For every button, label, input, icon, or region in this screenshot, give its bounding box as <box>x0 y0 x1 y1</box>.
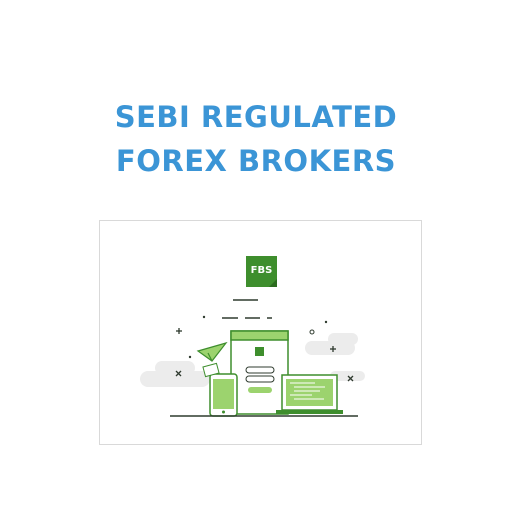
fbs-logo-icon: FBS <box>246 256 277 287</box>
devices-illustration <box>140 299 365 417</box>
login-form <box>245 366 275 393</box>
illustration-card: FBS <box>99 220 422 445</box>
cloud-icon <box>140 361 210 387</box>
logo-text: FBS <box>250 265 273 276</box>
cross-icon <box>347 375 354 382</box>
dash-lines <box>222 299 272 319</box>
heading-line-2: FOREX BROKERS <box>115 144 397 178</box>
cloud-icon <box>330 371 365 381</box>
plus-icon <box>330 346 336 352</box>
envelope-icon <box>202 362 220 378</box>
plus-icon <box>176 328 182 334</box>
dot-icon <box>188 315 328 359</box>
cross-icon <box>175 370 182 377</box>
heading-line-1: SEBI REGULATED <box>114 100 398 134</box>
cloud-icon <box>305 333 358 355</box>
logo-fold <box>269 279 277 287</box>
smartphone-icon <box>209 373 238 417</box>
browser-window-icon <box>230 330 289 415</box>
paper-plane-icon <box>196 341 228 362</box>
page-heading: SEBI REGULATED FOREX BROKERS <box>0 95 512 183</box>
laptop-icon <box>276 374 343 414</box>
ring-icon <box>309 329 315 335</box>
